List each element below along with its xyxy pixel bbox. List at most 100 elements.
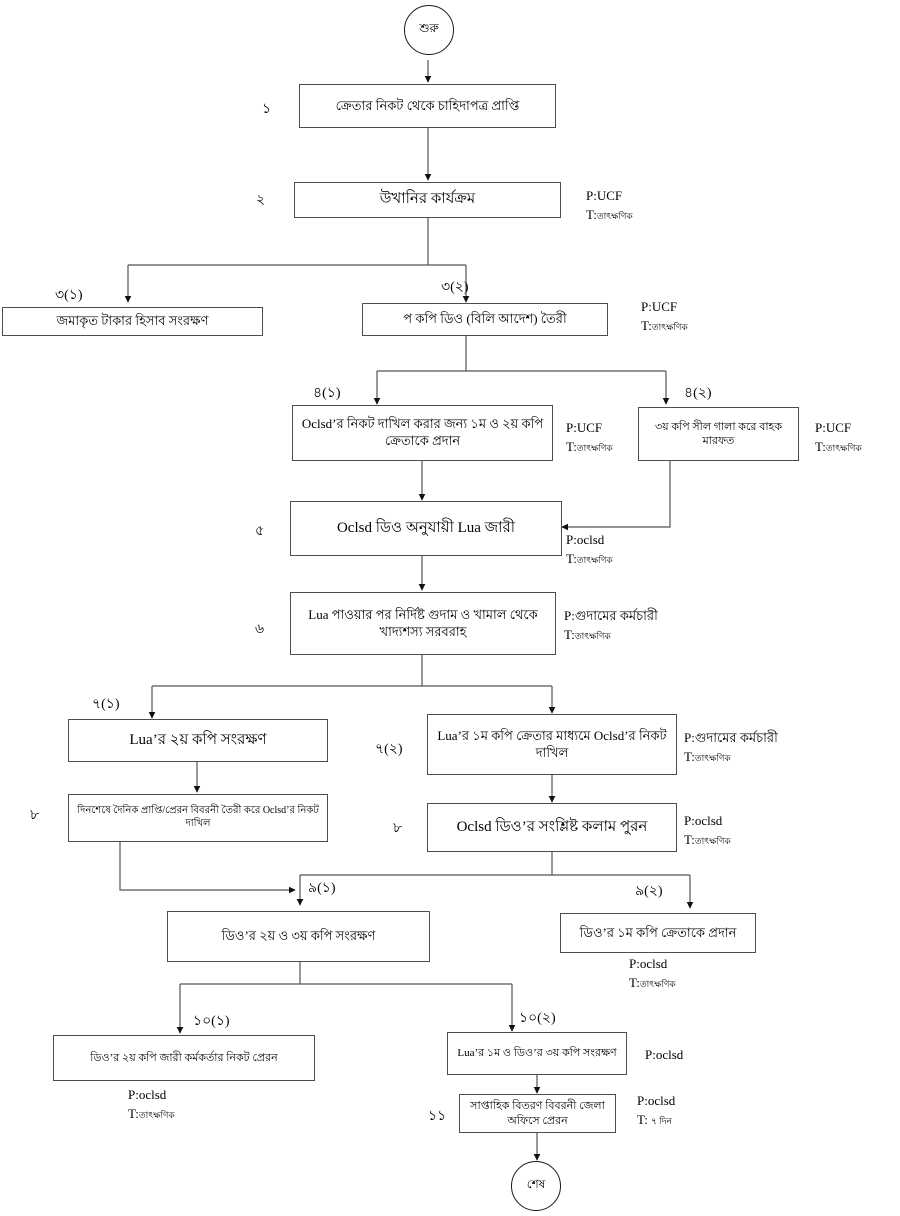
step-number-6-label: ৬ [255,622,265,637]
annotation-step-5-time-prefix: T: [566,550,577,566]
process-box-8-left[interactable]: দিনশেষে দৈনিক প্রাপ্তি/প্রেরন বিবরনী তৈর… [68,794,328,842]
process-box-1[interactable]: ক্রেতার নিকট থেকে চাহিদাপত্র প্রাপ্তি [299,84,556,128]
process-box-11-label: সাপ্তাহিক বিতরণ বিবরনী জেলা অফিসে প্রেরন [470,1100,605,1127]
step-number-8-right-label: ৮ [393,821,403,836]
process-box-5[interactable]: Oclsd ডিও অনুযায়ী Lua জারী [290,501,562,556]
branch-label-10-1-text: ১০(১) [193,1014,230,1029]
process-box-4-1-label: Oclsd’র নিকট দাখিল করার জন্য ১ম ও ২য় কপি… [301,416,544,448]
annotation-step-5-time-value: তাৎক্ষণিক [576,554,613,565]
annotation-step-8-right-time-prefix: T: [684,831,695,847]
step-number-11: ১১ [428,1104,446,1128]
process-box-7-1[interactable]: Lua’র ২য় কপি সংরক্ষণ [68,719,328,762]
process-box-5-label: Oclsd ডিও অনুযায়ী Lua জারী [336,519,516,536]
annotation-step-8-right: P:oclsd T:তাৎক্ষণিক [684,812,731,850]
process-box-3-2[interactable]: প কপি ডিও (বিলি আদেশ) তৈরী [362,303,608,336]
annotation-step-5: P:oclsd T:তাৎক্ষণিক [566,531,613,569]
annotation-step-9-2-time-prefix: T: [629,974,640,990]
branch-label-3-1: ৩(১) [55,283,83,307]
step-number-11-label: ১১ [428,1109,447,1124]
branch-label-4-2: ৪(২) [684,381,712,405]
branch-label-7-2-text: ৭(২) [375,742,403,757]
branch-label-9-2: ৯(২) [635,879,663,903]
process-box-4-2[interactable]: ৩য় কপি সীল গালা করে বাহক মারফত [638,407,799,461]
annotation-step-4-1-time-prefix: T: [566,438,577,454]
branch-label-9-2-text: ৯(২) [635,884,663,899]
branch-label-7-2: ৭(২) [375,737,403,761]
branch-label-10-1: ১০(১) [193,1009,230,1033]
process-box-6[interactable]: Lua পাওয়ার পর নির্দিষ্ট গুদাম ও খামাল থে… [290,592,556,655]
annotation-step-7-2: P:গুদামের কর্মচারী T:তাৎক্ষণিক [684,729,778,767]
annotation-step-4-1-time-value: তাৎক্ষণিক [576,442,613,453]
annotation-step-2-time-value: তাৎক্ষণিক [596,210,633,221]
annotation-step-10-2: P:oclsd [645,1046,683,1065]
branch-label-3-2-text: ৩(২) [441,280,469,295]
annotation-step-11-time-value: ৭ দিন [651,1115,672,1126]
annotation-step-3-2: P:UCF T:তাৎক্ষণিক [641,298,688,336]
branch-label-4-1-text: ৪(১) [313,386,341,401]
annotation-step-7-2-time-value: তাৎক্ষণিক [694,752,731,763]
annotation-step-6: P:গুদামের কর্মচারী T:তাৎক্ষণিক [564,607,658,645]
annotation-step-9-2-performer: P:oclsd [629,956,668,971]
branch-label-9-1: ৯(১) [308,876,336,900]
process-box-10-2-label: Lua’র ১ম ও ডিও’র ৩য় কপি সংরক্ষণ [457,1047,617,1060]
process-box-9-1-label: ডিও’র ২য় ও ৩য় কপি সংরক্ষণ [221,928,376,944]
annotation-step-7-2-performer: P:গুদামের কর্মচারী [684,730,778,745]
annotation-step-9-2: P:oclsd T:তাৎক্ষণিক [629,955,676,993]
annotation-step-6-time-value: তাৎক্ষণিক [574,630,611,641]
branch-label-3-1-text: ৩(১) [55,288,83,303]
annotation-step-10-1-time-value: তাৎক্ষণিক [138,1109,175,1120]
branch-label-10-2-text: ১০(২) [519,1011,556,1026]
end-label: শেষ [526,1177,546,1191]
process-box-10-2[interactable]: Lua’র ১ম ও ডিও’র ৩য় কপি সংরক্ষণ [447,1032,627,1075]
annotation-step-4-1-performer: P:UCF [566,420,603,435]
annotation-step-4-2-performer: P:UCF [815,420,852,435]
process-box-8-right-label: Oclsd ডিও’র সংশ্লিষ্ট কলাম পুরন [456,818,648,835]
annotation-step-8-right-time-value: তাৎক্ষণিক [694,835,731,846]
process-box-3-2-label: প কপি ডিও (বিলি আদেশ) তৈরী [403,311,567,327]
step-number-6: ৬ [255,617,264,641]
annotation-step-2-performer: P:UCF [586,188,623,203]
annotation-step-3-2-time-value: তাৎক্ষণিক [651,321,688,332]
process-box-4-1[interactable]: Oclsd’র নিকট দাখিল করার জন্য ১ম ও ২য় কপি… [292,405,553,461]
annotation-step-3-2-time-prefix: T: [641,317,652,333]
process-box-3-1[interactable]: জমাকৃত টাকার হিসাব সংরক্ষণ [2,307,263,336]
branch-label-10-2: ১০(২) [519,1006,556,1030]
step-number-5: ৫ [255,519,264,543]
process-box-10-1[interactable]: ডিও’র ২য় কপি জারী কর্মকর্তার নিকট প্রেরন [53,1035,315,1081]
annotation-step-9-2-time-value: তাৎক্ষণিক [639,978,676,989]
annotation-step-11-performer: P:oclsd [637,1093,676,1108]
process-box-10-1-label: ডিও’র ২য় কপি জারী কর্মকর্তার নিকট প্রেরন [90,1051,278,1064]
annotation-step-10-1: P:oclsd T:তাৎক্ষণিক [128,1086,175,1124]
step-number-5-label: ৫ [255,524,265,539]
process-box-8-right[interactable]: Oclsd ডিও’র সংশ্লিষ্ট কলাম পুরন [427,803,677,852]
branch-label-9-1-text: ৯(১) [308,881,336,896]
process-box-4-2-label: ৩য় কপি সীল গালা করে বাহক মারফত [654,420,783,447]
annotation-step-10-1-performer: P:oclsd [128,1087,167,1102]
process-box-9-1[interactable]: ডিও’র ২য় ও ৩য় কপি সংরক্ষণ [167,911,430,962]
process-box-3-1-label: জমাকৃত টাকার হিসাব সংরক্ষণ [56,313,209,329]
annotation-step-2-time-prefix: T: [586,206,597,222]
process-box-9-2[interactable]: ডিও’র ১ম কপি ক্রেতাকে প্রদান [560,913,756,953]
process-box-6-label: Lua পাওয়ার পর নির্দিষ্ট গুদাম ও খামাল থে… [308,606,538,639]
process-box-11[interactable]: সাপ্তাহিক বিতরণ বিবরনী জেলা অফিসে প্রেরন [459,1094,616,1133]
annotation-step-4-2-time-value: তাৎক্ষণিক [825,442,862,453]
end-terminal: শেষ [511,1161,561,1211]
branch-label-3-2: ৩(২) [441,275,469,299]
annotation-step-5-performer: P:oclsd [566,532,605,547]
branch-label-4-2-text: ৪(২) [684,386,712,401]
step-number-1-label: ১ [262,102,272,117]
annotation-step-4-2-time-prefix: T: [815,438,826,454]
annotation-step-11: P:oclsd T: ৭ দিন [637,1092,675,1130]
annotation-step-11-time-prefix: T: [637,1111,652,1127]
process-box-7-2[interactable]: Lua’র ১ম কপি ক্রেতার মাধ্যমে Oclsd’র নিক… [427,714,677,775]
start-terminal: শুরু [404,5,454,55]
annotation-step-10-1-time-prefix: T: [128,1105,139,1121]
process-box-2[interactable]: উখানির কার্যক্রম [294,182,561,218]
process-box-9-2-label: ডিও’র ১ম কপি ক্রেতাকে প্রদান [579,924,737,940]
step-number-2: ২ [256,188,265,212]
branch-label-7-1-text: ৭(১) [92,697,120,712]
branch-label-4-1: ৪(১) [313,381,341,405]
branch-label-7-1: ৭(১) [92,692,120,716]
process-box-1-label: ক্রেতার নিকট থেকে চাহিদাপত্র প্রাপ্তি [335,97,520,113]
